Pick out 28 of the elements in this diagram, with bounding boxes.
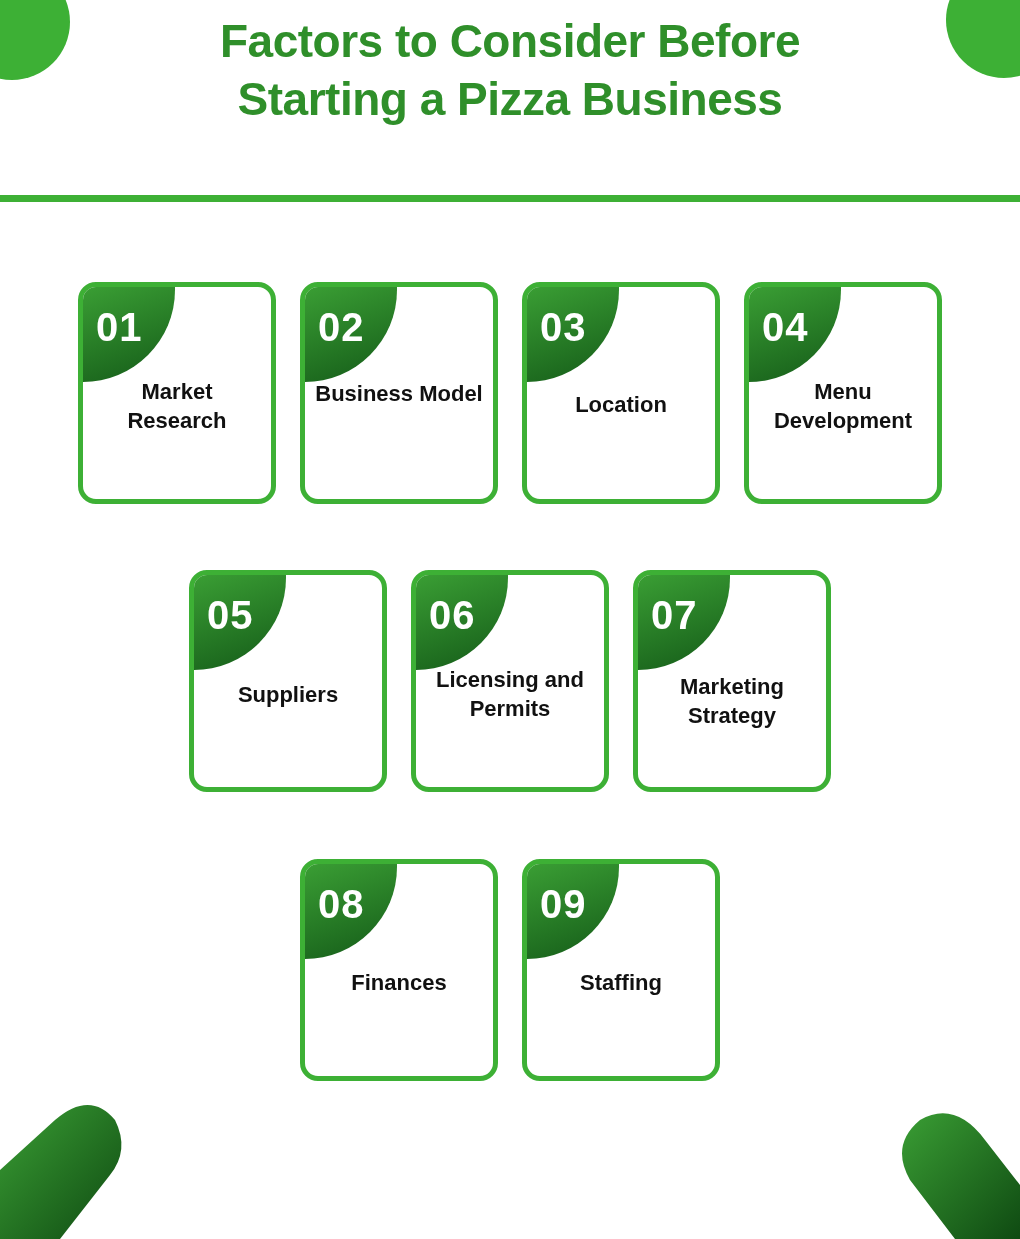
factor-card bbox=[300, 859, 498, 1081]
factor-label: Market Research bbox=[126, 378, 228, 435]
step-number: 06 bbox=[429, 593, 476, 637]
step-number: 08 bbox=[318, 882, 365, 926]
factor-label: Business Model bbox=[314, 380, 484, 408]
factor-card bbox=[78, 282, 276, 504]
factor-card bbox=[744, 282, 942, 504]
factor-card bbox=[522, 859, 720, 1081]
factor-label: Menu Development bbox=[772, 378, 914, 435]
factor-label: Suppliers bbox=[236, 681, 340, 709]
step-number: 03 bbox=[540, 305, 587, 349]
factor-label: Marketing Strategy bbox=[679, 673, 785, 730]
factor-label: Location bbox=[574, 391, 668, 419]
step-number: 07 bbox=[651, 593, 698, 637]
step-number: 09 bbox=[540, 882, 587, 926]
factor-card bbox=[411, 570, 609, 792]
factor-label: Finances bbox=[350, 969, 448, 997]
title: Factors to Consider Before Starting a Pizza Business bbox=[219, 14, 801, 127]
factor-card bbox=[300, 282, 498, 504]
factor-label: Licensing and Permits bbox=[435, 666, 585, 723]
step-number: 05 bbox=[207, 593, 254, 637]
factor-card bbox=[633, 570, 831, 792]
factor-card bbox=[189, 570, 387, 792]
step-number: 02 bbox=[318, 305, 365, 349]
step-number: 04 bbox=[762, 305, 809, 349]
factor-card bbox=[522, 282, 720, 504]
step-number: 01 bbox=[96, 305, 143, 349]
factor-label: Staffing bbox=[579, 969, 663, 997]
